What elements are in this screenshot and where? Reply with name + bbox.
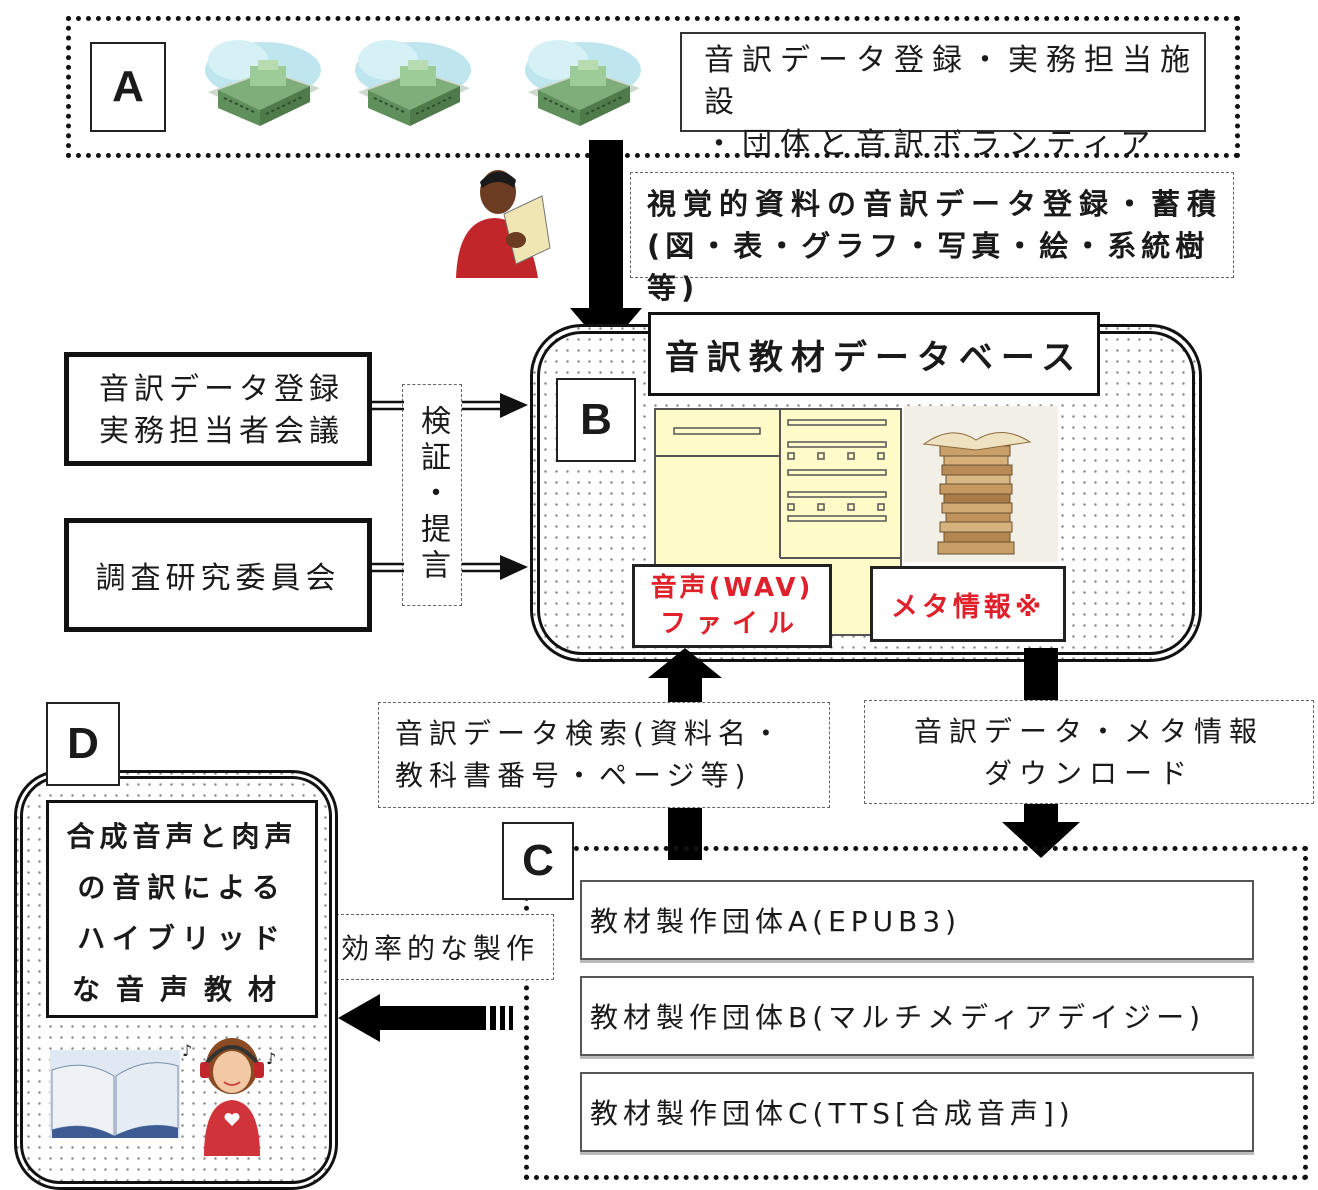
audio-file-box: 音声(WAV) ファイル — [632, 564, 832, 648]
reading-person-icon — [456, 170, 551, 278]
panel-c-label: C — [502, 822, 574, 900]
panel-d-title-box: 合成音声と肉声 の音訳による ハイブリッド な音声教材 — [46, 800, 318, 1018]
panel-b-title: 音訳教材データベース — [648, 312, 1100, 396]
audio-file-line2: ファイル — [659, 609, 804, 639]
meeting-line2: 実務担当者会議 — [99, 414, 344, 449]
panel-a-frame — [66, 16, 1240, 158]
book-stack-icon — [904, 406, 1058, 562]
panel-b-title-text: 音訳教材データベース — [664, 337, 1084, 378]
org-a-box: 教材製作団体A(EPUB3) — [580, 880, 1254, 960]
meeting-line1: 音訳データ登録 — [99, 372, 344, 407]
efficient-production-text: 効率的な製作 — [340, 932, 539, 965]
panel-a-label-text: A — [112, 62, 144, 111]
panel-d-label: D — [46, 702, 120, 786]
practitioner-meeting-box: 音訳データ登録 実務担当者会議 — [64, 352, 372, 466]
download-line1: 音訳データ・メタ情報 — [913, 715, 1264, 748]
meta-info-text: メタ情報※ — [890, 591, 1046, 623]
verify-text: 検証・提言 — [415, 405, 450, 585]
panel-a-description: 音訳データ登録・実務担当施設 ・団体と音訳ボランティア — [680, 32, 1206, 162]
search-flow-label: 音訳データ検索(資料名・ 教科書番号・ページ等) — [378, 702, 830, 808]
committee-text: 調査研究委員会 — [95, 561, 341, 596]
flow-register-line1: 視覚的資料の音訳データ登録・蓄積 — [647, 187, 1224, 221]
panel-c-frame — [524, 846, 1308, 1180]
panel-d-label-text: D — [67, 719, 99, 768]
verify-propose-box: 検証・提言 — [402, 384, 462, 606]
org-b-text: 教材製作団体B(マルチメディアデイジー) — [590, 1001, 1206, 1034]
flow-register-line2: (図・表・グラフ・写真・絵・系統樹等) — [647, 229, 1210, 305]
panel-b-label: B — [556, 378, 636, 462]
flow-register-label: 視覚的資料の音訳データ登録・蓄積 (図・表・グラフ・写真・絵・系統樹等) — [630, 172, 1234, 305]
download-flow-label: 音訳データ・メタ情報 ダウンロード — [864, 700, 1314, 804]
panel-d-line1: 合成音声と肉声 — [66, 820, 298, 853]
panel-d-line4: な音声教材 — [71, 973, 292, 1006]
meta-info-box: メタ情報※ — [870, 566, 1066, 642]
org-c-text: 教材製作団体C(TTS[合成音声]) — [590, 1097, 1075, 1130]
org-b-box: 教材製作団体B(マルチメディアデイジー) — [580, 976, 1254, 1056]
download-line2: ダウンロード — [983, 757, 1194, 790]
panel-c-label-text: C — [522, 836, 554, 885]
panel-a-label: A — [90, 42, 166, 132]
search-line1: 音訳データ検索(資料名・ — [395, 717, 786, 750]
arrows-left-to-b — [372, 393, 528, 580]
search-line2: 教科書番号・ページ等) — [395, 759, 752, 792]
svg-text:♪: ♪ — [266, 1049, 276, 1068]
panel-d-line3: ハイブリッド — [77, 922, 287, 955]
svg-text:♪: ♪ — [182, 1041, 192, 1060]
girl-headphones-icon: ♪ ♪ — [182, 1038, 276, 1156]
panel-a-line2: ・団体と音訳ボランティア — [704, 127, 1159, 162]
efficient-production-label: 効率的な製作 — [326, 914, 554, 980]
org-a-text: 教材製作団体A(EPUB3) — [590, 905, 962, 938]
audio-file-line1: 音声(WAV) — [650, 573, 814, 603]
facility-buildings-icon — [204, 39, 642, 127]
panel-a-line1: 音訳データ登録・実務担当施設 — [704, 43, 1198, 120]
open-book-icon — [50, 1050, 180, 1138]
panel-d-line2: の音訳による — [77, 871, 287, 904]
panel-b-label-text: B — [580, 395, 612, 444]
arrow-c-to-d — [338, 994, 513, 1042]
org-c-box: 教材製作団体C(TTS[合成音声]) — [580, 1072, 1254, 1152]
research-committee-box: 調査研究委員会 — [64, 518, 372, 632]
